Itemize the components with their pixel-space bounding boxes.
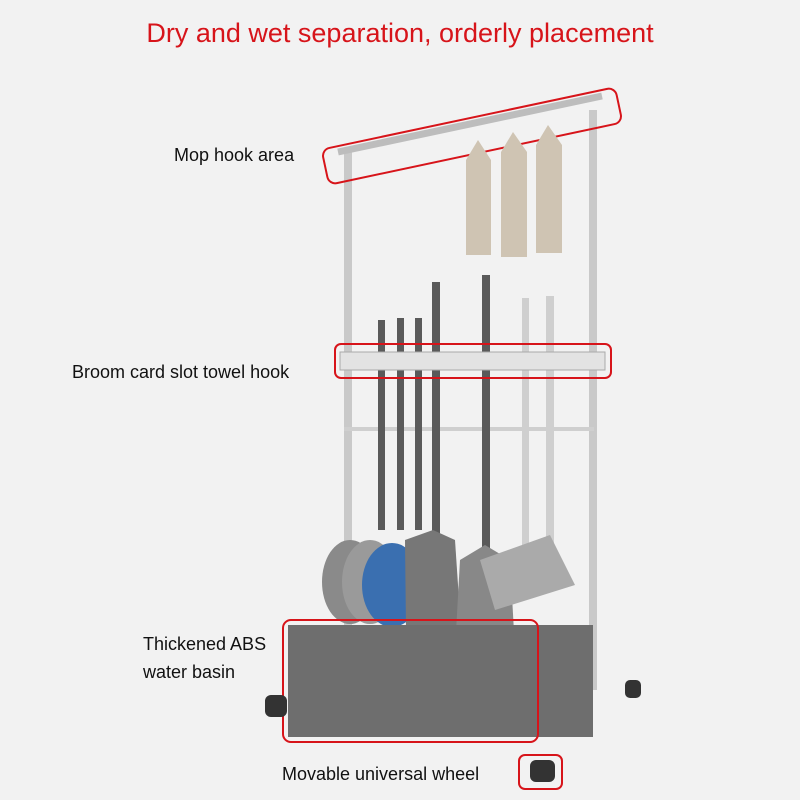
broom-slot-label: Broom card slot towel hook bbox=[72, 362, 290, 382]
right-pole bbox=[589, 110, 597, 690]
water-basin bbox=[288, 625, 593, 737]
mop-hook-bar bbox=[337, 92, 603, 156]
wheel-label: Movable universal wheel bbox=[282, 764, 480, 784]
cross-bar bbox=[344, 427, 594, 431]
wheel-highlight bbox=[518, 754, 563, 790]
mop-hook-label: Mop hook area bbox=[174, 145, 295, 165]
broom-slot-highlight bbox=[334, 343, 612, 379]
basin-highlight bbox=[282, 619, 539, 743]
page-title: Dry and wet separation, orderly placemen… bbox=[146, 18, 654, 48]
mop-handles bbox=[378, 275, 490, 565]
broom-handles bbox=[522, 296, 554, 548]
wheels bbox=[265, 680, 641, 782]
hanging-towels bbox=[466, 125, 562, 257]
basin-label-line2: water basin bbox=[143, 662, 236, 682]
left-pole bbox=[344, 150, 352, 680]
mop-heads bbox=[322, 530, 575, 650]
basin-label-line1: Thickened ABS bbox=[143, 634, 267, 654]
broom-slot-bar bbox=[339, 351, 606, 371]
